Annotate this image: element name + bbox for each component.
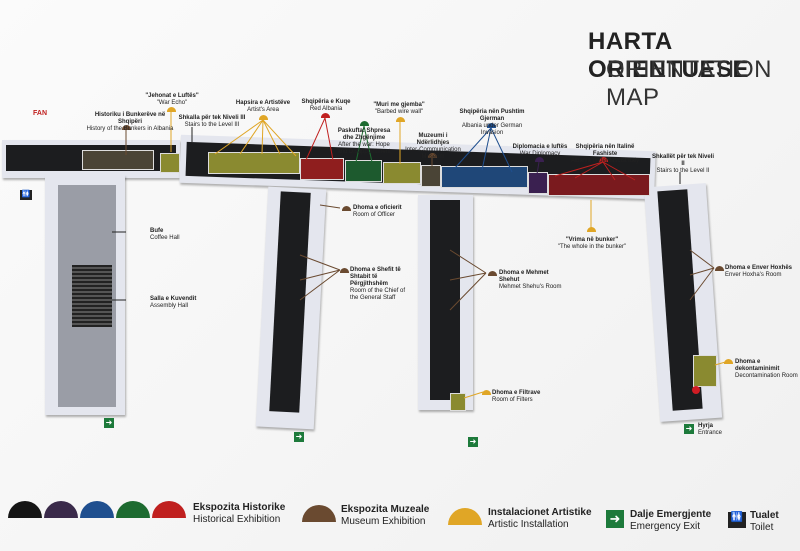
emergency-exit-icon: ➜ [684,424,694,434]
artistic-dome-icon [724,359,733,364]
subtitle: ORIENTATION MAP [606,56,772,111]
label-war-echo: "Jehonat e Luftës""War Echo" [145,93,199,106]
filters-room [450,393,466,411]
war-echo-room [160,153,180,173]
artistic-dome-icon [587,227,596,232]
history-room [82,150,154,170]
historical-dome-icon [360,121,369,126]
label-barbed-wire: "Muri me gjemba""Barbed wire wall" [373,102,425,115]
museum-dome-icon [122,125,131,130]
fan-logo: FAN [33,110,47,117]
toilet-icon: 🚻 [20,190,32,200]
wing-3-corridor [430,200,460,400]
assembly-seats [72,265,112,327]
museum-dome-icon [488,271,497,276]
barbed-wire-room [383,162,421,184]
historical-dome-icon [599,157,608,162]
historical-dome-icon [487,123,496,128]
artistic-dome-icon [482,390,491,395]
museum-dome-icon [428,153,437,158]
museum-dome-icon [340,268,349,273]
decon-room [693,355,717,387]
german-rooms [441,166,528,188]
red-albania-rooms [300,158,344,180]
legend-dome-green-icon [116,501,150,518]
legend-dome-purple-icon [44,501,78,518]
you-are-here-marker [692,386,700,394]
legend-toilet-icon: 🚻 [728,512,746,528]
italy-rooms [548,174,650,196]
emergency-exit-icon: ➜ [468,437,478,447]
emergency-exit-icon: ➜ [104,418,114,428]
artists-rooms [208,152,300,174]
artistic-dome-icon [396,117,405,122]
intercom-room [421,165,441,187]
diplomacy-room [528,172,548,194]
legend-dome-artistic-icon [448,508,482,525]
museum-dome-icon [715,266,724,271]
historical-dome-icon [535,157,544,162]
artistic-dome-icon [259,115,268,120]
after-war-rooms [345,160,382,182]
label-hole: "Vrima në bunker""The whole in the bunke… [557,237,627,250]
museum-dome-icon [342,206,351,211]
legend-dome-red-icon [152,501,186,518]
artistic-dome-icon [167,107,176,112]
legend-dome-museum-icon [302,505,336,522]
legend-exit-icon: ➜ [606,510,624,528]
legend-dome-blue-icon [80,501,114,518]
title: HARTA ORIENTUESE [588,28,750,83]
legend-dome-black-icon [8,501,42,518]
label-chief: Dhoma e Shefit të Shtabit të Përgjithshë… [350,267,406,301]
emergency-exit-icon: ➜ [294,432,304,442]
historical-dome-icon [321,113,330,118]
